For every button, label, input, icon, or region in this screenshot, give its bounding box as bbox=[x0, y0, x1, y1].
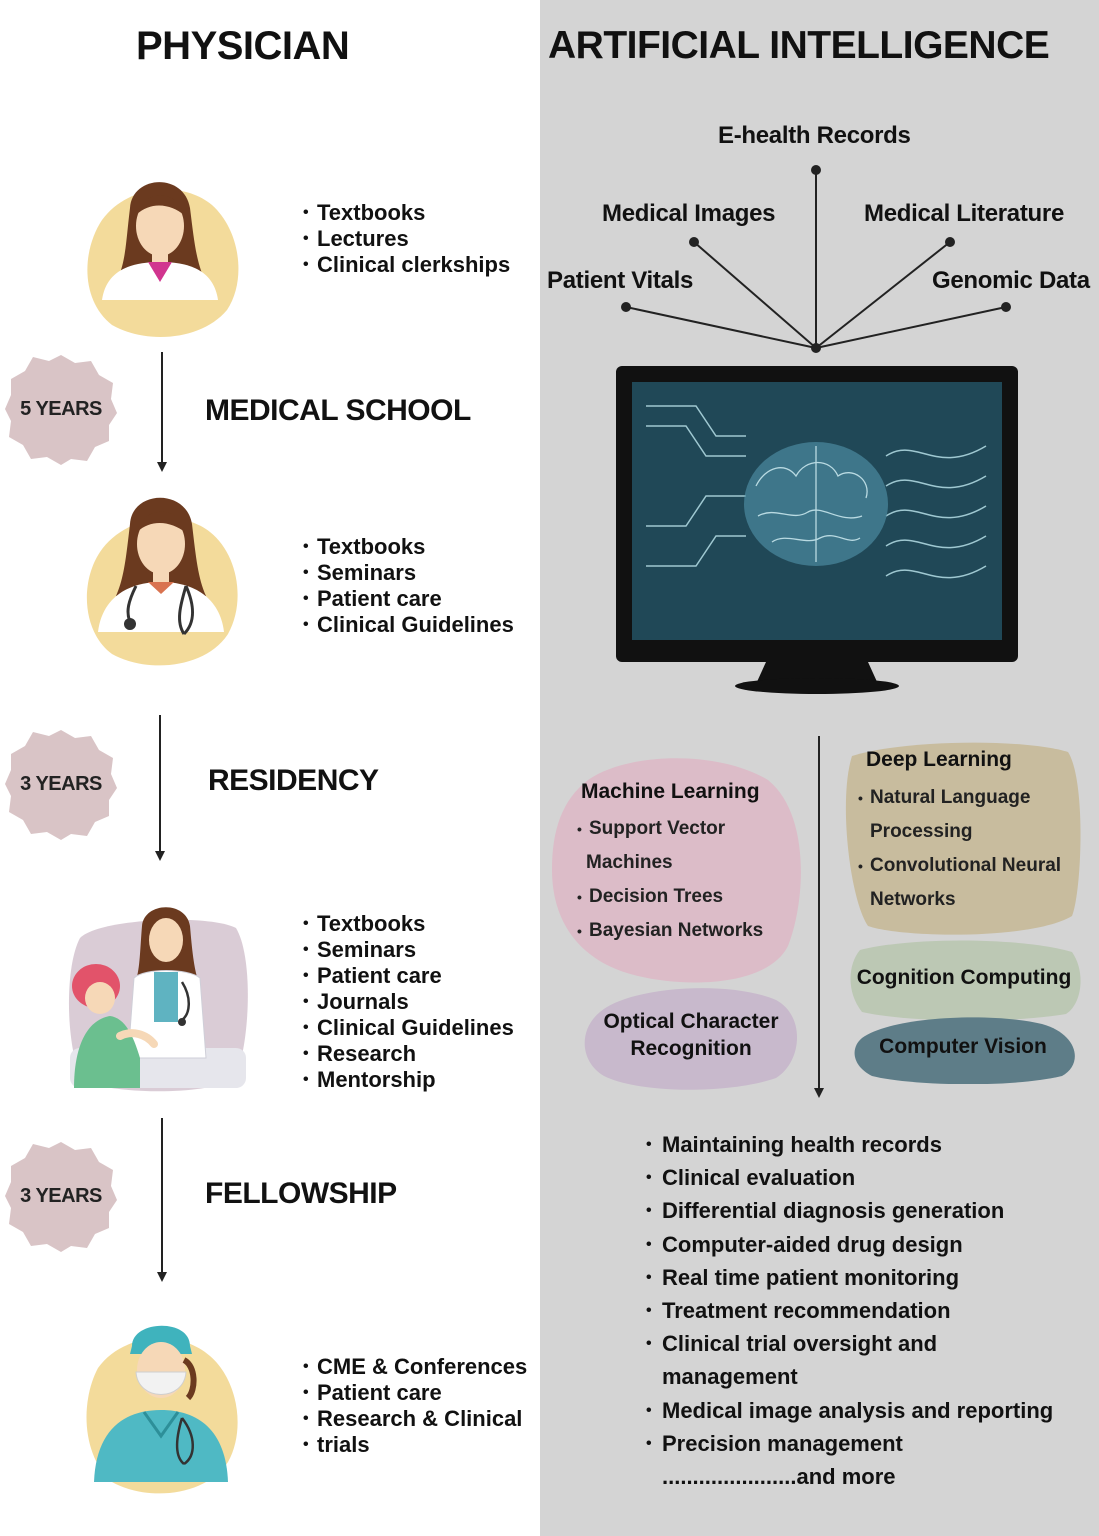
stage4-resources: CME & Conferences Patient care Research … bbox=[303, 1354, 527, 1458]
vision-label: Computer Vision bbox=[879, 1035, 1047, 1058]
timeline-arrow bbox=[156, 352, 168, 479]
resource-item: Textbooks bbox=[303, 911, 514, 937]
surgeon-avatar bbox=[72, 1306, 244, 1502]
duration-badge: 5 YEARS bbox=[5, 353, 117, 465]
ml-item: Bayesian Networks bbox=[577, 914, 763, 948]
cognition-label: Cognition Computing bbox=[856, 966, 1072, 989]
application-item: Maintaining health records bbox=[646, 1128, 1053, 1161]
stage1-resources: Textbooks Lectures Clinical clerkships bbox=[303, 200, 510, 278]
source-patient-vitals: Patient Vitals bbox=[547, 267, 694, 294]
resource-item: Textbooks bbox=[303, 534, 514, 560]
stage2-resources: Textbooks Seminars Patient care Clinical… bbox=[303, 534, 514, 638]
resource-item: Journals bbox=[303, 989, 514, 1015]
resource-item: Research bbox=[303, 1041, 514, 1067]
ml-item: Machines bbox=[586, 852, 673, 873]
cognition-blob bbox=[846, 938, 1082, 1025]
student-avatar bbox=[72, 160, 244, 340]
ai-applications-list: Maintaining health records Clinical eval… bbox=[646, 1128, 1053, 1493]
deep-learning-list: Natural Language Processing Convolutiona… bbox=[858, 781, 1061, 917]
resource-item: Patient care bbox=[303, 1380, 527, 1406]
ocr-line2: Recognition bbox=[630, 1037, 752, 1060]
duration-label: 3 YEARS bbox=[20, 772, 102, 795]
timeline-arrow bbox=[154, 715, 166, 868]
application-item: Differential diagnosis generation bbox=[646, 1194, 1053, 1227]
vision-blob bbox=[852, 1012, 1080, 1089]
dl-item: Convolutional Neural bbox=[858, 849, 1061, 883]
source-medical-images: Medical Images bbox=[602, 200, 776, 227]
application-item: Treatment recommendation bbox=[646, 1294, 1053, 1327]
resource-item: Clinical Guidelines bbox=[303, 612, 514, 638]
stage-fellowship: FELLOWSHIP bbox=[205, 1177, 397, 1210]
resource-item: Mentorship bbox=[303, 1067, 514, 1093]
source-ehealth-records: E-health Records bbox=[718, 122, 911, 149]
doctor-avatar bbox=[72, 482, 244, 672]
source-genomic-data: Genomic Data bbox=[932, 267, 1090, 294]
application-item: Clinical evaluation bbox=[646, 1161, 1053, 1194]
ocr-line1: Optical Character bbox=[603, 1010, 779, 1033]
deep-learning-title: Deep Learning bbox=[866, 748, 1012, 771]
resource-item: Clinical Guidelines bbox=[303, 1015, 514, 1041]
application-item: Medical image analysis and reporting bbox=[646, 1394, 1053, 1427]
resident-patient-illustration bbox=[60, 898, 252, 1098]
application-item: Computer-aided drug design bbox=[646, 1228, 1053, 1261]
physician-title: PHYSICIAN bbox=[136, 24, 350, 68]
application-item: Real time patient monitoring bbox=[646, 1261, 1053, 1294]
stage3-resources: Textbooks Seminars Patient care Journals… bbox=[303, 911, 514, 1093]
application-item: management bbox=[662, 1364, 798, 1390]
ai-monitor bbox=[616, 366, 1018, 699]
ai-title: ARTIFICIAL INTELLIGENCE bbox=[548, 24, 1050, 67]
machine-learning-list: Support Vector Machines Decision Trees B… bbox=[577, 812, 763, 948]
duration-badge: 3 YEARS bbox=[5, 1140, 117, 1252]
ocr-label: Optical Character Recognition bbox=[580, 1008, 802, 1062]
dl-item: Processing bbox=[870, 821, 973, 842]
stage-residency: RESIDENCY bbox=[208, 764, 379, 797]
resource-item: Seminars bbox=[303, 560, 514, 586]
resource-item: Seminars bbox=[303, 937, 514, 963]
ml-item: Decision Trees bbox=[577, 880, 763, 914]
resource-item: Patient care bbox=[303, 586, 514, 612]
resource-item: Lectures bbox=[303, 226, 510, 252]
duration-label: 5 YEARS bbox=[20, 397, 102, 420]
machine-learning-title: Machine Learning bbox=[581, 780, 760, 803]
timeline-arrow bbox=[156, 1118, 168, 1289]
duration-label: 3 YEARS bbox=[20, 1184, 102, 1207]
data-source-lines bbox=[540, 0, 1099, 365]
dl-item: Natural Language bbox=[858, 781, 1061, 815]
application-more: ......................and more bbox=[662, 1464, 896, 1490]
source-medical-literature: Medical Literature bbox=[864, 200, 1064, 227]
application-item: Clinical trial oversight and bbox=[646, 1327, 1053, 1360]
resource-item: CME & Conferences bbox=[303, 1354, 527, 1380]
resource-item: Clinical clerkships bbox=[303, 252, 510, 278]
resource-item: Textbooks bbox=[303, 200, 510, 226]
resource-item: Patient care bbox=[303, 963, 514, 989]
resource-item: Research & Clinical bbox=[303, 1406, 527, 1432]
ml-item: Support Vector bbox=[577, 812, 763, 846]
stage-medical-school: MEDICAL SCHOOL bbox=[205, 394, 471, 427]
ocr-blob bbox=[580, 982, 802, 1097]
duration-badge: 3 YEARS bbox=[5, 728, 117, 840]
ai-flow-arrow bbox=[813, 736, 825, 1105]
resource-item: trials bbox=[303, 1432, 527, 1458]
application-item: Precision management bbox=[646, 1427, 1053, 1460]
dl-item: Networks bbox=[870, 889, 956, 910]
